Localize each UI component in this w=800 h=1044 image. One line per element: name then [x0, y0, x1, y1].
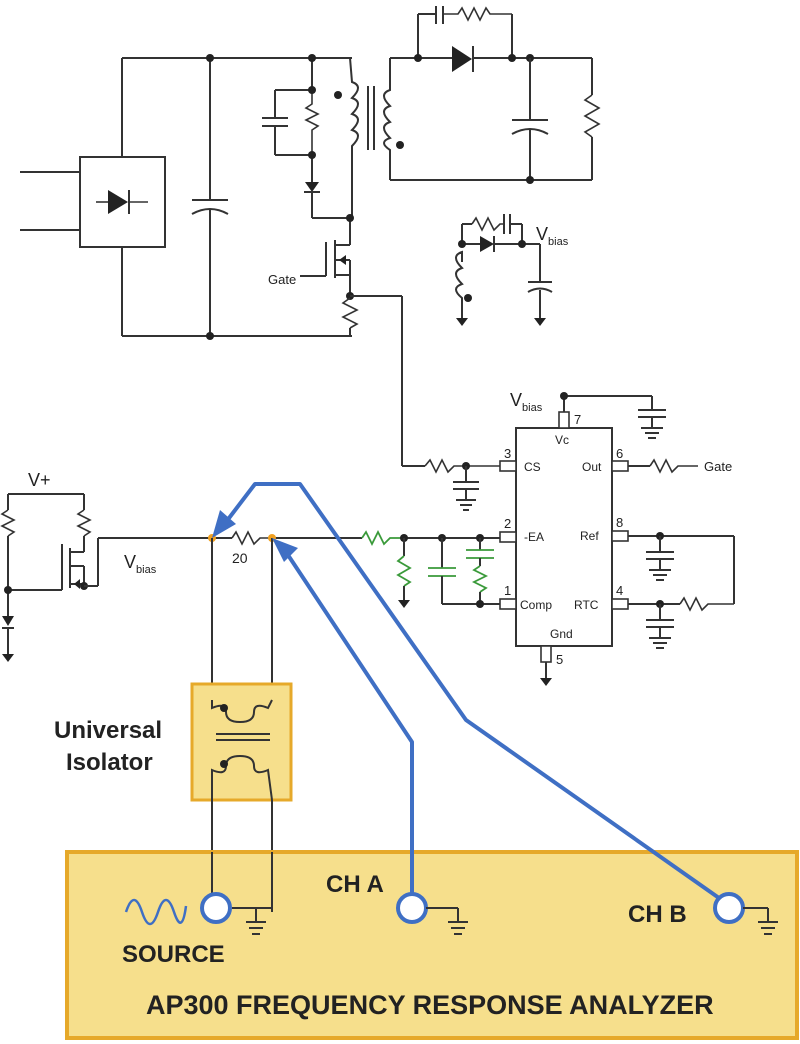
sine-wave-icon: [124, 898, 188, 926]
ch-b-probe-wire: [224, 482, 721, 900]
ic-pin5-num: 5: [556, 652, 563, 667]
gate-label-mosfet: Gate: [268, 272, 296, 287]
source-jack[interactable]: [200, 892, 232, 924]
injection-resistor-label: 20: [232, 550, 248, 566]
vbias-top-label: Vbias: [536, 224, 569, 248]
vbias-ic-label: Vbias: [510, 390, 543, 414]
ic-pin3-name: CS: [524, 460, 541, 474]
isolator-label-line1: Universal: [54, 717, 162, 744]
ic-pin2-num: 2: [504, 516, 511, 531]
ic-pin7-name: Vc: [555, 433, 569, 447]
ic-pin6-num: 6: [616, 446, 623, 461]
ic-pin2-name: -EA: [524, 530, 544, 544]
gate-label-ic: Gate: [704, 459, 732, 474]
ch-b-label: CH B: [628, 901, 687, 928]
analyzer-title: AP300 FREQUENCY RESPONSE ANALYZER: [146, 990, 714, 1020]
ch-a-jack[interactable]: [396, 892, 428, 924]
control-ic: [499, 392, 735, 686]
analyzer-panel: [65, 850, 799, 1040]
ic-pin1-name: Comp: [520, 598, 552, 612]
power-stage: [20, 6, 601, 511]
ic-pin5-name: Gnd: [550, 627, 573, 641]
vbias-main-label: Vbias: [124, 552, 157, 576]
source-label: SOURCE: [122, 941, 225, 968]
ic-pin8-name: Ref: [580, 529, 599, 543]
ic-pin7-num: 7: [574, 412, 581, 427]
ic-pin6-name: Out: [582, 460, 602, 474]
isolator-label-line2: Isolator: [66, 749, 153, 776]
ic-pin4-name: RTC: [574, 598, 599, 612]
v-plus-label: V+: [28, 470, 51, 490]
ic-pin3-num: 3: [504, 446, 511, 461]
ic-pin4-num: 4: [616, 583, 623, 598]
feedback-section: [0, 493, 500, 700]
ch-a-probe-wire: [284, 550, 414, 896]
ch-a-label: CH A: [326, 871, 384, 898]
ic-pin8-num: 8: [616, 515, 623, 530]
ic-pin1-num: 1: [504, 583, 511, 598]
vbias-supply: [455, 214, 553, 326]
